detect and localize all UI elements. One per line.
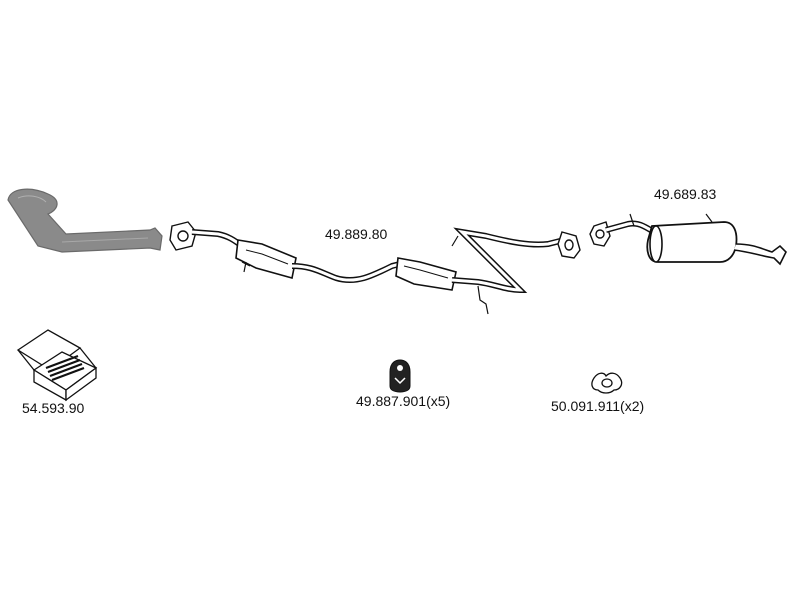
middle-outlet-flange — [557, 231, 581, 259]
rubber-hanger-part-number: 49.887.901(x5) — [356, 393, 451, 409]
middle-inlet-flange — [169, 221, 197, 251]
rubber-hanger[interactable] — [389, 359, 411, 393]
rear-muffler-body — [646, 221, 738, 263]
front-pipe[interactable] — [7, 188, 163, 253]
mounting-kit[interactable] — [16, 329, 98, 402]
middle-section[interactable] — [169, 221, 581, 315]
first-converter — [235, 239, 297, 280]
flange-gasket[interactable] — [591, 372, 623, 394]
rear-silencer[interactable] — [589, 213, 787, 266]
flange-gasket-part-number: 50.091.911(x2) — [551, 398, 645, 414]
rear-silencer-part-number: 49.689.83 — [654, 186, 717, 202]
rear-inlet-flange — [589, 221, 611, 247]
middle-section-part-number: 49.889.80 — [325, 226, 388, 242]
second-converter — [395, 257, 457, 291]
mounting-kit-part-number: 54.593.90 — [22, 400, 85, 416]
